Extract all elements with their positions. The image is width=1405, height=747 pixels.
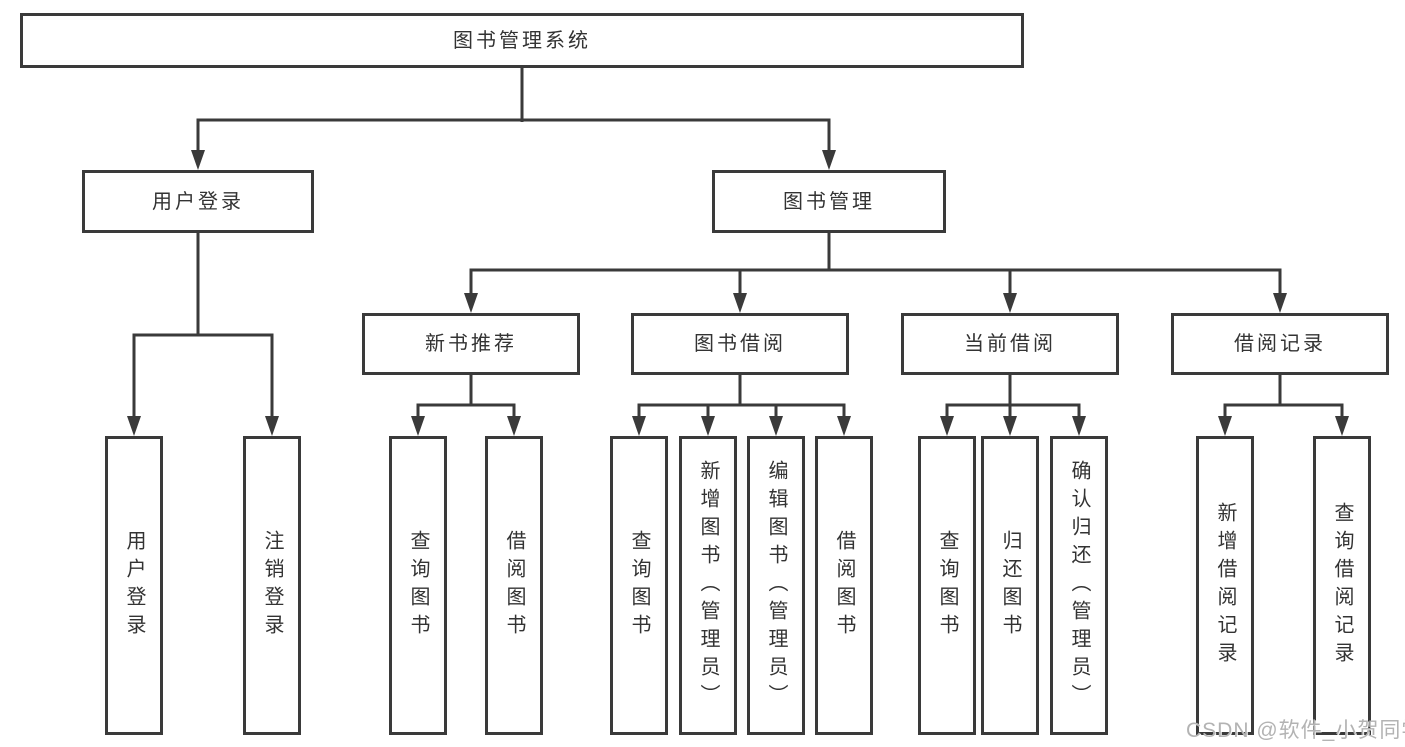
leaf-query-books-current: 查询图书 <box>918 436 976 735</box>
node-book-management: 图书管理 <box>712 170 946 233</box>
leaf-logout: 注销登录 <box>243 436 301 735</box>
leaf-query-books-borrowing: 查询图书 <box>610 436 668 735</box>
leaf-borrow-books-recommend: 借阅图书 <box>485 436 543 735</box>
leaf-add-borrow-record: 新增借阅记录 <box>1196 436 1254 735</box>
csdn-watermark: CSDN @软件_小贺同学 <box>1186 719 1405 742</box>
leaf-user-login: 用户登录 <box>105 436 163 735</box>
leaf-edit-book-admin: 编辑图书（管理员） <box>747 436 805 735</box>
node-root-library-management-system: 图书管理系统 <box>20 13 1024 68</box>
leaf-query-books-recommend: 查询图书 <box>389 436 447 735</box>
leaf-confirm-return-admin: 确认归还（管理员） <box>1050 436 1108 735</box>
node-current-borrowing: 当前借阅 <box>901 313 1119 375</box>
leaf-return-books: 归还图书 <box>981 436 1039 735</box>
node-new-book-recommendation: 新书推荐 <box>362 313 580 375</box>
leaf-borrow-books-borrowing: 借阅图书 <box>815 436 873 735</box>
leaf-add-book-admin: 新增图书（管理员） <box>679 436 737 735</box>
node-borrowing-records: 借阅记录 <box>1171 313 1389 375</box>
node-book-borrowing: 图书借阅 <box>631 313 849 375</box>
node-user-login: 用户登录 <box>82 170 314 233</box>
leaf-query-borrow-record: 查询借阅记录 <box>1313 436 1371 735</box>
